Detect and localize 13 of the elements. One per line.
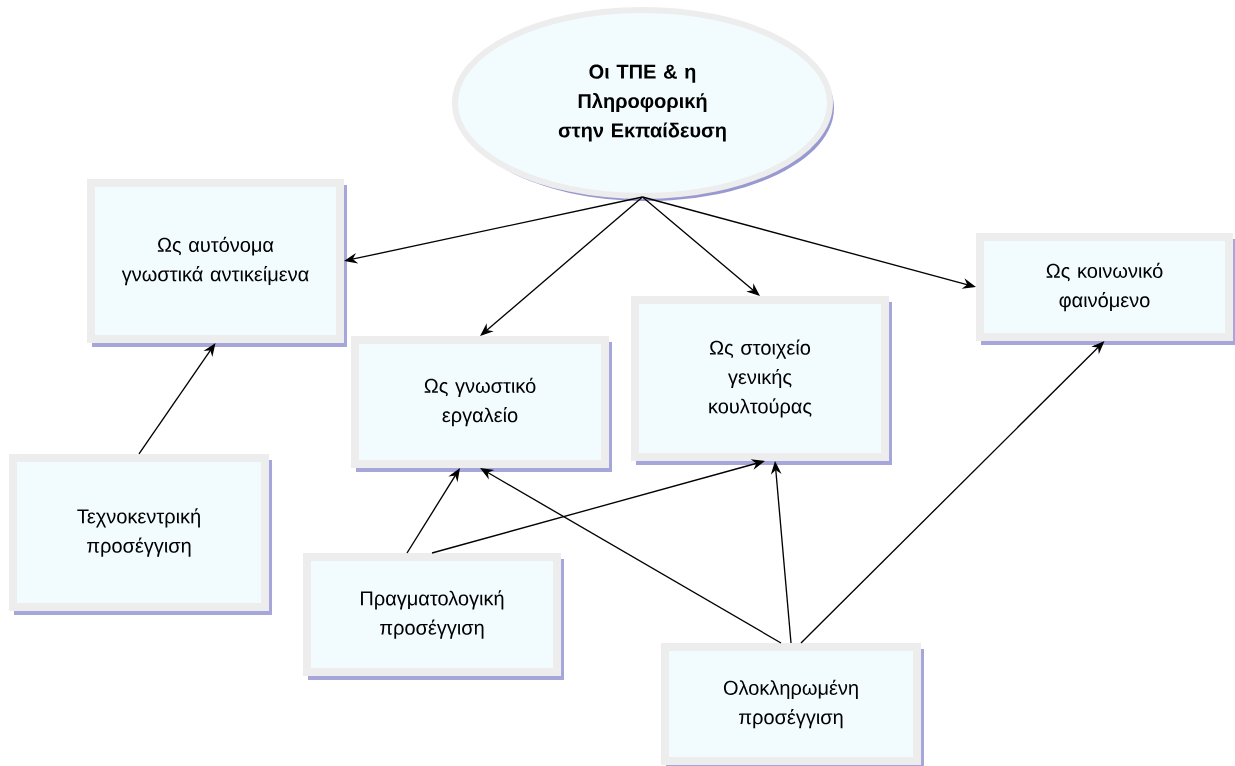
process-box: Πραγματολογική προσέγγιση <box>303 553 564 680</box>
process-box: Τεχνοκεντρική προσέγγιση <box>9 454 272 615</box>
process-box: Ως στοιχείο γενικής κουλτούρας <box>631 296 892 465</box>
arrow <box>480 196 644 336</box>
arrow <box>641 196 760 296</box>
process-box: Ως γνωστικό εργαλείο <box>351 336 612 472</box>
arrow <box>138 343 216 455</box>
process-box: Ως κοινωνικό φαινόμενο <box>976 233 1235 345</box>
arrow <box>406 468 460 554</box>
process-box: Ως αυτόνομα γνωστικά αντικείμενα <box>87 179 347 347</box>
arrow <box>480 468 782 644</box>
process-box: Ολοκληρωμένη προσέγγιση <box>661 643 924 766</box>
ellipse-node: Οι ΤΠΕ & η Πληροφορική στην Εκπαίδευση <box>452 7 834 201</box>
